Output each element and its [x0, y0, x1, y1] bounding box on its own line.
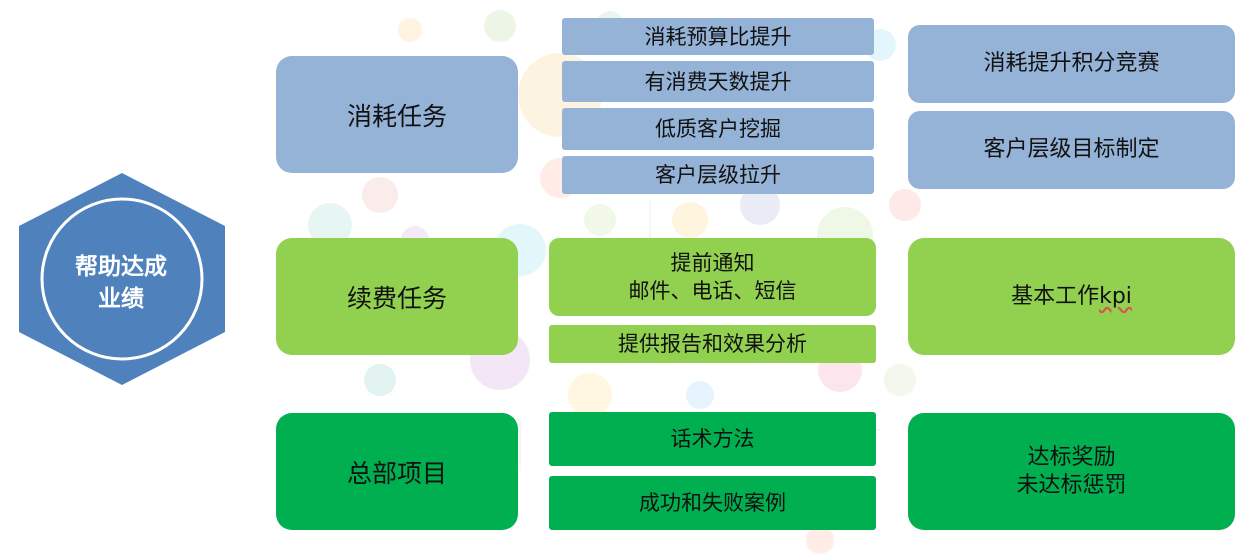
right-item-label: 消耗提升积分竞赛	[983, 51, 1160, 76]
mid-headquarters-item: 话术方法	[549, 412, 876, 466]
mid-item-label: 客户层级拉升	[655, 163, 781, 187]
mid-renewal-item: 提供报告和效果分析	[549, 325, 876, 363]
right-renewal-item: 基本工作kpi	[908, 238, 1235, 355]
task-renewal-label: 续费任务	[346, 283, 447, 313]
task-consumption: 消耗任务	[276, 56, 518, 173]
right-item-line2: 未达标惩罚	[1016, 472, 1127, 498]
right-item-label: 客户层级目标制定	[983, 137, 1160, 162]
right-item-line1: 达标奖励	[1027, 444, 1116, 470]
mid-item-label: 消耗预算比提升	[644, 24, 792, 49]
mid-consumption-item: 消耗预算比提升	[562, 18, 874, 55]
task-headquarters: 总部项目	[276, 413, 518, 530]
mid-renewal-item: 提前通知 邮件、电话、短信	[549, 238, 876, 316]
right-consumption-item: 客户层级目标制定	[908, 111, 1235, 189]
mid-item-label: 成功和失败案例	[639, 491, 786, 515]
right-item-suffix: kpi	[1099, 283, 1132, 309]
task-renewal: 续费任务	[276, 238, 518, 355]
hub-hexagon	[19, 173, 225, 385]
right-item-label: 基本工作kpi	[1011, 283, 1132, 311]
hub-label-line1: 帮助达成	[75, 254, 167, 280]
mid-headquarters-item: 成功和失败案例	[549, 476, 876, 530]
mid-consumption-item: 低质客户挖掘	[562, 108, 874, 150]
mid-item-label: 有消费天数提升	[644, 69, 792, 94]
mid-item-label: 提供报告和效果分析	[618, 332, 807, 356]
mid-consumption-item: 有消费天数提升	[562, 61, 874, 102]
mid-item-label: 话术方法	[670, 427, 755, 451]
mid-consumption-item: 客户层级拉升	[562, 156, 874, 194]
task-headquarters-label: 总部项目	[346, 458, 447, 488]
mid-item-line1: 提前通知	[670, 251, 755, 275]
mid-item-line2: 邮件、电话、短信	[628, 279, 797, 303]
hub-label-line2: 业绩	[98, 286, 144, 312]
task-consumption-label: 消耗任务	[346, 101, 447, 131]
right-item-text: 基本工作	[1011, 283, 1100, 309]
hub-label: 帮助达成 业绩	[52, 243, 190, 323]
right-consumption-item: 消耗提升积分竞赛	[908, 25, 1235, 103]
mid-item-label: 低质客户挖掘	[655, 117, 781, 141]
right-headquarters-item: 达标奖励 未达标惩罚	[908, 413, 1235, 530]
